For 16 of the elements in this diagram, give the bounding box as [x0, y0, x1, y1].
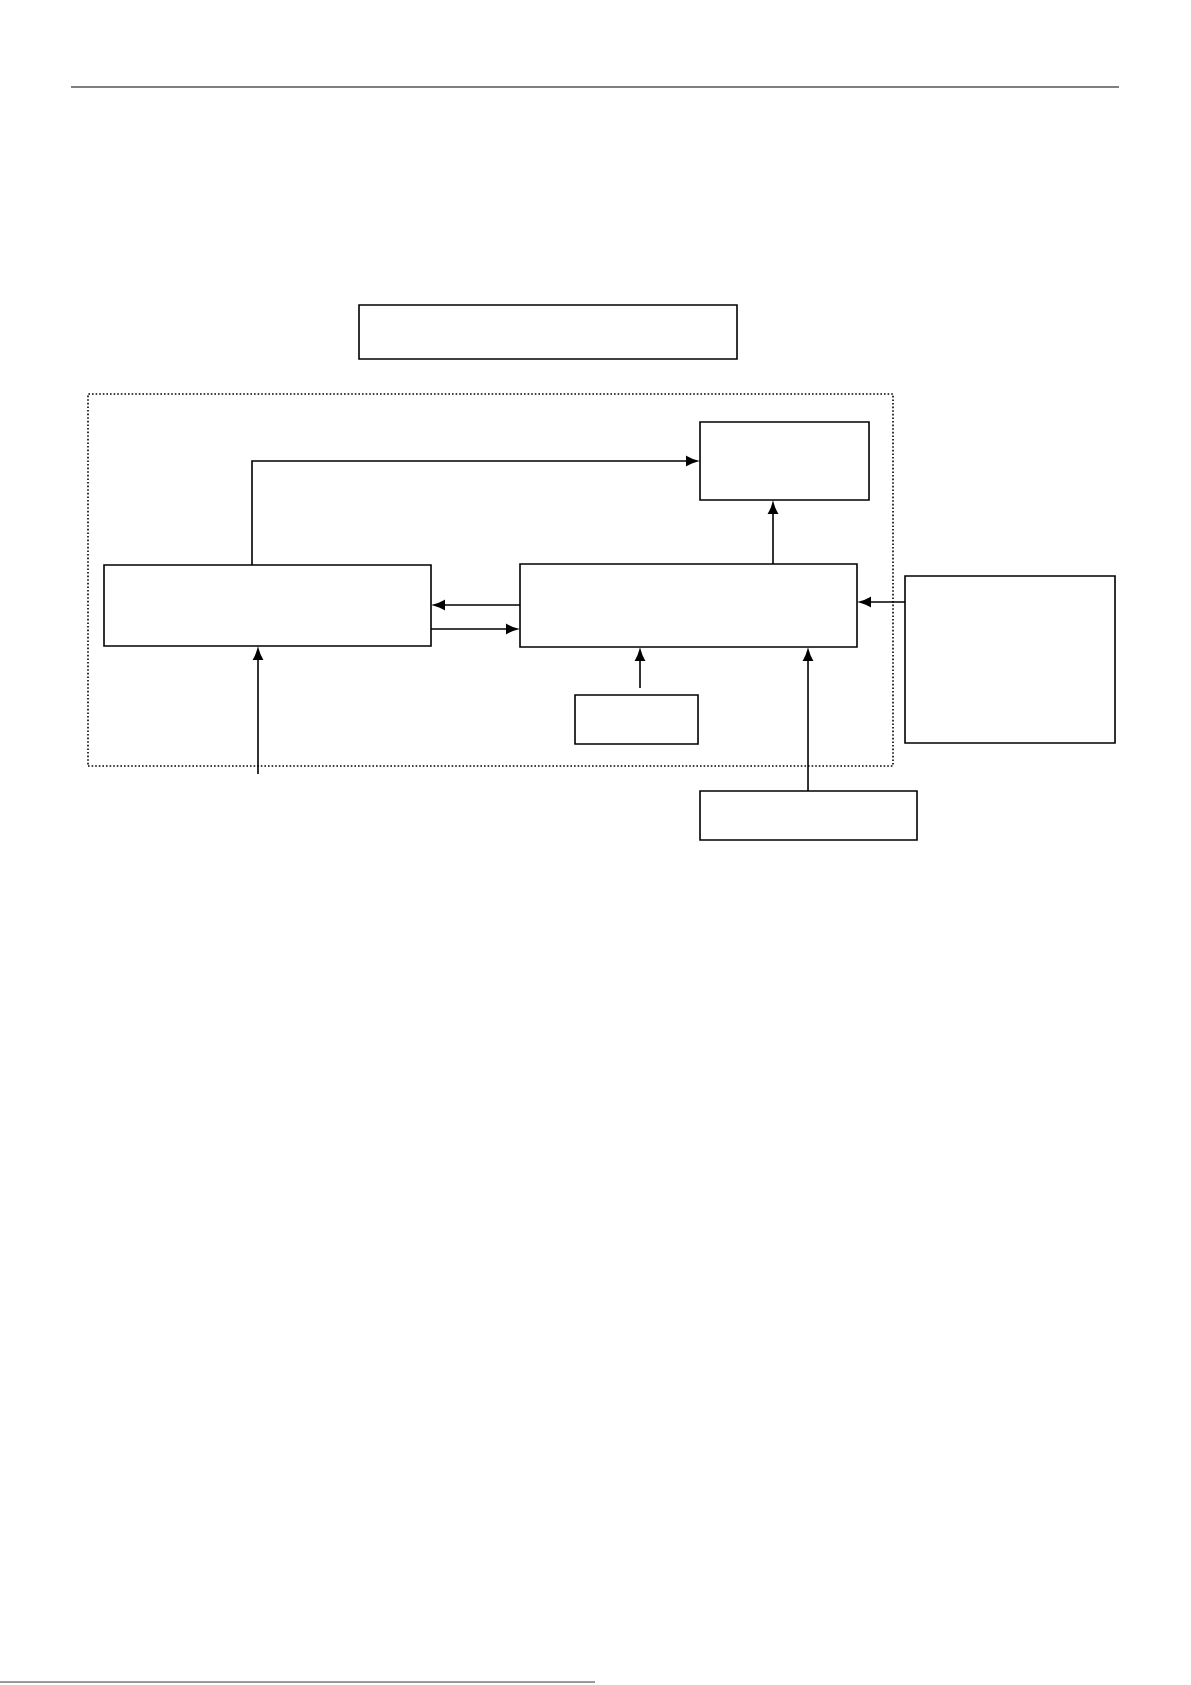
block-box: [519, 563, 858, 648]
block-box: [699, 790, 918, 841]
dotted-frame: [87, 393, 894, 767]
title-box: [358, 304, 738, 360]
block-box: [699, 421, 870, 501]
arrow: [251, 456, 698, 566]
block-box: [904, 575, 1116, 744]
arrow: [768, 502, 778, 565]
arrow: [635, 649, 645, 689]
block-box: [103, 564, 432, 647]
arrow: [433, 600, 521, 610]
arrow: [859, 597, 906, 607]
arrow: [253, 648, 263, 775]
arrow: [803, 649, 813, 792]
arrow: [430, 624, 518, 634]
block-box: [574, 694, 699, 745]
